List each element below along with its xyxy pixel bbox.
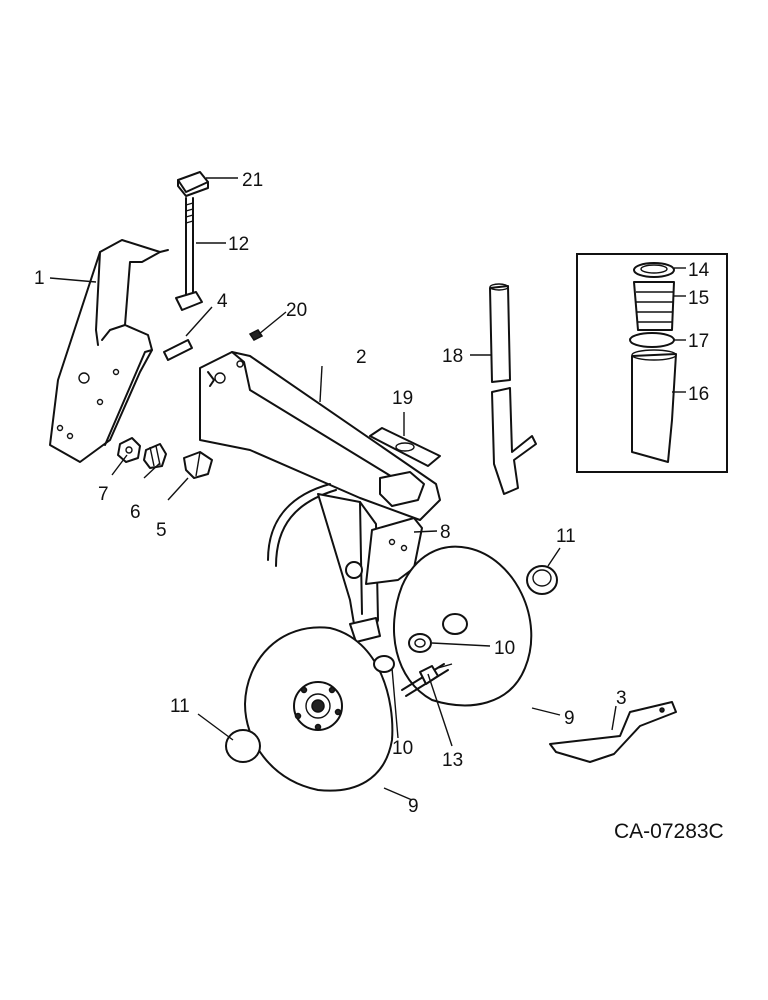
dust-cap-rear-drawing	[526, 565, 558, 595]
label-part-15: 15	[688, 288, 709, 309]
bearing-rear-drawing	[408, 633, 432, 653]
label-part-14: 14	[688, 260, 710, 281]
spring-drawing	[143, 443, 167, 469]
label-part-4: 4	[217, 291, 228, 312]
label-part-10-rear: 10	[494, 638, 515, 659]
label-part-8: 8	[440, 522, 451, 543]
collar-drawing	[633, 262, 675, 278]
label-part-3: 3	[616, 688, 627, 709]
grease-fitting-drawing	[248, 329, 264, 341]
label-part-10-front: 10	[392, 738, 413, 759]
dust-cap-front-drawing	[225, 729, 261, 763]
label-part-20: 20	[286, 300, 307, 321]
bushing-drawing	[183, 451, 213, 479]
clamp-ring-drawing	[629, 332, 675, 348]
label-part-5: 5	[156, 520, 167, 541]
scraper-drawing	[549, 701, 677, 763]
leader-lines	[49, 177, 686, 801]
label-part-19: 19	[392, 388, 413, 409]
seed-tube-funnel-drawing	[631, 349, 677, 463]
label-part-13: 13	[442, 750, 463, 771]
label-part-16: 16	[688, 384, 709, 405]
nut-drawing	[117, 437, 141, 463]
label-part-12: 12	[228, 234, 249, 255]
inset-box	[576, 253, 728, 473]
label-part-7: 7	[98, 484, 109, 505]
label-part-6: 6	[130, 502, 141, 523]
label-part-11-rear: 11	[556, 526, 576, 547]
label-part-2: 2	[356, 347, 367, 368]
drill-side-bracket-drawing	[49, 239, 169, 463]
plate-drawing	[369, 427, 441, 467]
label-part-11-front: 11	[170, 696, 190, 717]
opener-frame-drawing	[199, 351, 441, 643]
bearing-front-drawing	[373, 655, 395, 673]
drawing-code: CA-07283C	[614, 820, 724, 843]
label-part-18: 18	[442, 346, 463, 367]
label-part-21: 21	[242, 170, 263, 191]
label-part-9-rear: 9	[564, 708, 575, 729]
disc-front-drawing	[244, 626, 394, 792]
label-part-17: 17	[688, 331, 709, 352]
label-part-9-front: 9	[408, 796, 419, 817]
seed-tube-spring-drawing	[633, 281, 675, 331]
seed-tube-drawing	[489, 283, 537, 495]
pin-drawing	[163, 339, 193, 361]
callout-labels: 1 2 3 4 5 6 7 8 9 9 10 10 11 11 12 13 14…	[34, 170, 710, 817]
block-drawing	[177, 171, 209, 197]
t-bolt-drawing	[175, 197, 203, 311]
label-part-1: 1	[34, 268, 45, 289]
disc-rear-drawing	[393, 545, 533, 707]
